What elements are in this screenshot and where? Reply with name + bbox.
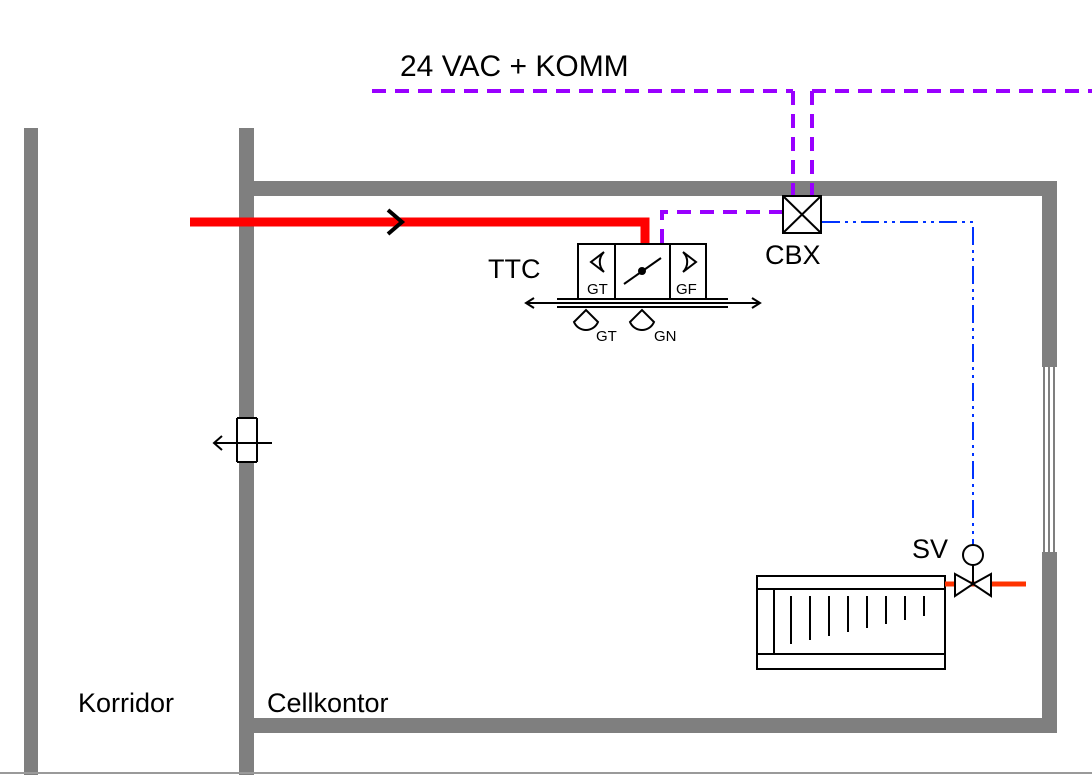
radiator (756, 575, 946, 670)
sensor-gf-icon (682, 251, 698, 273)
supply-air-duct (190, 208, 650, 244)
sensor-gn-icon (628, 308, 656, 331)
sensor-gt-icon (589, 251, 605, 273)
walls (24, 128, 1057, 775)
sensor-gt-label: GT (587, 281, 608, 298)
partition-wall-upper (239, 128, 254, 418)
bus-label: 24 VAC + KOMM (400, 50, 629, 83)
sensor-gt-bottom-icon (572, 308, 600, 331)
window (1043, 367, 1055, 552)
floor-wall (254, 718, 1057, 733)
ceiling-wall (254, 181, 1057, 196)
korridor-label: Korridor (78, 688, 174, 718)
sensor-gf-label: GF (676, 281, 697, 298)
corridor-outer-wall (24, 128, 38, 775)
power-comm-lines (372, 89, 1092, 244)
cbx-label: CBX (765, 240, 821, 270)
partition-wall-lower (239, 462, 254, 775)
sensor-gt-bottom-label: GT (596, 328, 617, 345)
transfer-air-device (212, 417, 272, 463)
ttc-label: TTC (488, 254, 540, 284)
sv-valve (954, 544, 992, 598)
ttc-unit (524, 243, 762, 331)
signal-line (822, 221, 974, 546)
flow-direction-icon (386, 208, 406, 236)
exterior-wall-lower (1042, 552, 1057, 733)
sv-label: SV (912, 534, 948, 564)
valve-actuator-icon (962, 544, 984, 566)
cbx-box (782, 195, 822, 234)
exterior-wall-upper (1042, 181, 1057, 367)
cellkontor-label: Cellkontor (267, 688, 389, 718)
sensor-gn-label: GN (654, 328, 677, 345)
